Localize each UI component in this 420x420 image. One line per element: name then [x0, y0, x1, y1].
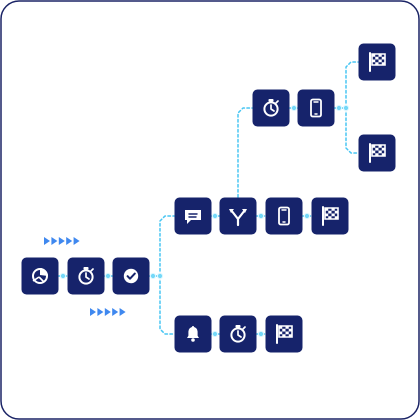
connector-dot-4 [149, 272, 157, 280]
chevron-arrows-icon [104, 308, 111, 316]
connector-dot-1 [156, 272, 164, 280]
connector-dot-13 [257, 330, 265, 338]
stopwatch-icon [263, 99, 279, 117]
checkered-flag-icon [369, 143, 386, 163]
connector-upper-to-top-finish [345, 61, 359, 109]
node-split[interactable] [219, 197, 257, 235]
connector-dot-12 [211, 330, 219, 338]
stopwatch-icon [230, 325, 246, 343]
check-circle-icon [123, 268, 139, 284]
node-tile [219, 197, 257, 235]
chevron-group-lower [90, 308, 126, 316]
mobile-phone-icon [278, 206, 290, 226]
chevron-arrows-icon [97, 308, 104, 316]
split-arrows-icon [229, 208, 247, 227]
node-tile [358, 43, 396, 81]
node-mobile-branch-2[interactable] [297, 89, 335, 127]
node-finish-upper-middle[interactable] [311, 197, 349, 235]
stopwatch-icon [78, 267, 94, 285]
node-approval[interactable] [112, 257, 150, 295]
chevron-arrows-icon [58, 237, 65, 245]
connector-dot-3 [104, 272, 112, 280]
bell-icon [187, 326, 199, 342]
connector-dot-5 [211, 212, 219, 220]
chevron-group-upper [44, 237, 80, 245]
connector-upper-to-finish [345, 107, 359, 154]
node-tile [297, 89, 335, 127]
chat-bubble-icon [185, 210, 201, 224]
chevron-arrows-icon [119, 308, 126, 316]
node-tile [311, 197, 349, 235]
node-message[interactable] [174, 197, 212, 235]
connector-dot-9 [290, 104, 298, 112]
node-notify[interactable] [174, 315, 212, 353]
node-tile [358, 134, 396, 172]
node-tile [265, 315, 303, 353]
connector-branch-notify [159, 275, 175, 335]
flow-nodes [21, 43, 396, 353]
connector-split-timer-upper [237, 107, 253, 198]
node-timer-upper[interactable] [252, 89, 290, 127]
chevron-arrows-icon [51, 237, 58, 245]
checkered-flag-icon [369, 52, 386, 72]
chevron-arrows-icon [66, 237, 73, 245]
node-timer-main[interactable] [67, 257, 105, 295]
connector-dot-6 [257, 212, 265, 220]
node-finish-top[interactable] [358, 43, 396, 81]
chevron-arrows-icon [112, 308, 119, 316]
node-tile [265, 197, 303, 235]
node-start[interactable] [21, 257, 59, 295]
connector-dot-2 [59, 272, 67, 280]
checkered-flag-icon [276, 324, 293, 344]
chevron-decorations [44, 237, 126, 316]
node-finish-upper[interactable] [358, 134, 396, 172]
pie-chart-icon [32, 268, 48, 284]
connector-dot-7 [303, 212, 311, 220]
checkered-flag-icon [322, 206, 339, 226]
chevron-arrows-icon [90, 308, 96, 316]
node-finish-lower[interactable] [265, 315, 303, 353]
mobile-phone-icon [310, 98, 322, 118]
connector-branch-message [159, 215, 175, 277]
node-mobile-branch-1[interactable] [265, 197, 303, 235]
node-tile [21, 257, 59, 295]
chevron-arrows-icon [44, 237, 50, 245]
node-timer-lower[interactable] [219, 315, 257, 353]
connector-dot-10 [335, 104, 343, 112]
connector-dot-11 [342, 104, 350, 112]
chevron-arrows-icon [73, 237, 80, 245]
